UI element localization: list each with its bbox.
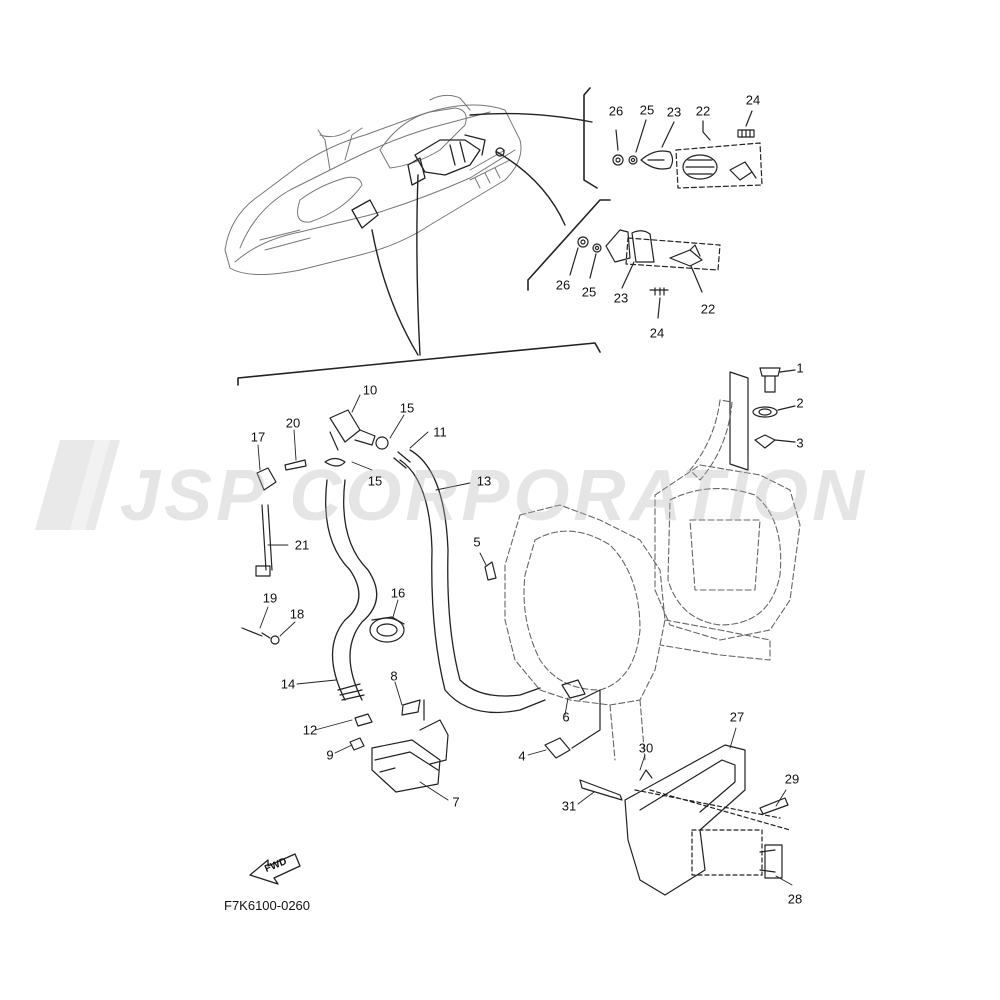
bracket-frames (237, 87, 611, 386)
callout-19: 19 (262, 590, 278, 606)
elbow-fitting (324, 409, 389, 467)
callout-15-upper: 15 (399, 400, 415, 416)
pump-housing (504, 399, 801, 761)
callout-27: 27 (729, 709, 745, 725)
grommet (369, 616, 405, 643)
callout-29: 29 (784, 771, 800, 787)
callout-25-upper: 25 (639, 102, 655, 118)
fwd-arrow-icon (249, 853, 301, 885)
callout-8: 8 (390, 668, 398, 684)
callout-3: 3 (796, 435, 804, 451)
callout-24-upper: 24 (745, 92, 761, 108)
connector-assembly (349, 699, 449, 793)
callout-15-lower: 15 (367, 473, 383, 489)
callout-22-lower: 22 (700, 301, 716, 317)
callout-20: 20 (285, 415, 301, 431)
drain-plug-parts (729, 367, 796, 471)
callout-28: 28 (787, 891, 803, 907)
callout-11: 11 (433, 424, 447, 440)
callout-26-upper: 26 (608, 103, 624, 119)
watermark: JSP CORPORATION (120, 456, 869, 536)
callout-9: 9 (326, 747, 334, 763)
callout-23-lower: 23 (613, 290, 629, 306)
hoses (325, 449, 546, 714)
diagram-code: F7K6100-0260 (224, 898, 311, 913)
hose-clamps (484, 561, 601, 759)
callout-30: 30 (638, 740, 654, 756)
callout-26-lower: 26 (555, 277, 571, 293)
watermark-band (35, 440, 120, 530)
callout-1: 1 (796, 360, 804, 376)
callout-16: 16 (390, 585, 406, 601)
callout-12: 12 (302, 722, 318, 738)
upper-detail-group (612, 110, 763, 189)
callout-18: 18 (289, 606, 305, 622)
callout-21: 21 (294, 537, 310, 553)
callout-14: 14 (280, 676, 296, 692)
watercraft-highlight-parts (351, 134, 505, 229)
callout-25-lower: 25 (581, 284, 597, 300)
callout-leaders (257, 394, 793, 886)
watercraft-illustration (224, 94, 522, 276)
callout-10: 10 (362, 382, 378, 398)
callout-23-upper: 23 (666, 104, 682, 120)
lower-detail-group (569, 229, 721, 319)
cover-assembly (579, 744, 791, 896)
callout-13: 13 (476, 473, 492, 489)
callout-2: 2 (796, 395, 804, 411)
callout-24-lower: 24 (649, 325, 665, 341)
overview-leader-lines (371, 112, 593, 356)
small-fasteners (241, 459, 307, 645)
callout-17: 17 (250, 429, 266, 445)
callout-5: 5 (473, 534, 481, 550)
callout-6: 6 (562, 709, 570, 725)
callout-4: 4 (518, 748, 526, 764)
callout-22-upper: 22 (695, 103, 711, 119)
callout-7: 7 (452, 794, 460, 810)
callout-31: 31 (561, 798, 577, 814)
